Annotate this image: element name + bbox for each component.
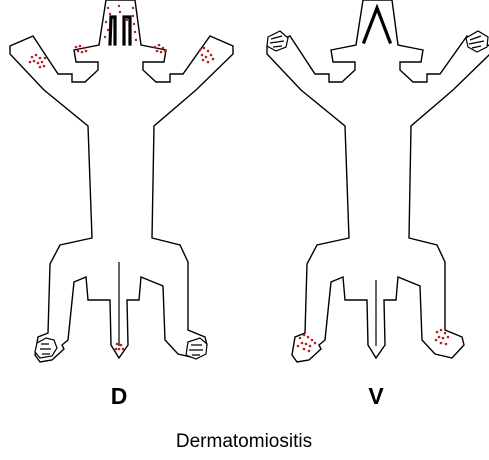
ventral-head-mark xyxy=(361,3,393,45)
lesion-dorsal-right-forearm xyxy=(198,46,215,64)
dorsal-body-outline xyxy=(9,0,234,363)
ventral-lesions xyxy=(296,328,450,353)
lesion-dorsal-ears xyxy=(103,4,138,42)
lesion-dorsal-right-shoulder xyxy=(153,43,167,54)
lesion-dorsal-left-forearm xyxy=(28,53,47,69)
dorsal-lesions xyxy=(28,4,215,351)
ventral-body-outline xyxy=(266,0,489,363)
dorsal-view-label: D xyxy=(111,383,128,409)
lesion-ventral-left-hind-foot xyxy=(296,333,317,353)
ventral-view-label: V xyxy=(368,383,384,409)
dorsal-view: D xyxy=(9,0,234,409)
ventral-right-front-paw xyxy=(465,30,489,53)
dorsal-left-hind-paw xyxy=(34,337,58,359)
ventral-view: V xyxy=(266,0,489,409)
lesion-ventral-right-hind-foot xyxy=(434,328,450,346)
diagram-caption: Dermatomiositis xyxy=(176,431,312,452)
lesion-dorsal-left-shoulder xyxy=(74,44,88,54)
dorsal-right-hind-paw xyxy=(185,337,208,360)
dorsal-ears xyxy=(108,15,132,46)
ventral-left-front-paw xyxy=(266,30,289,52)
lesion-dorsal-tail-tip xyxy=(114,342,125,351)
